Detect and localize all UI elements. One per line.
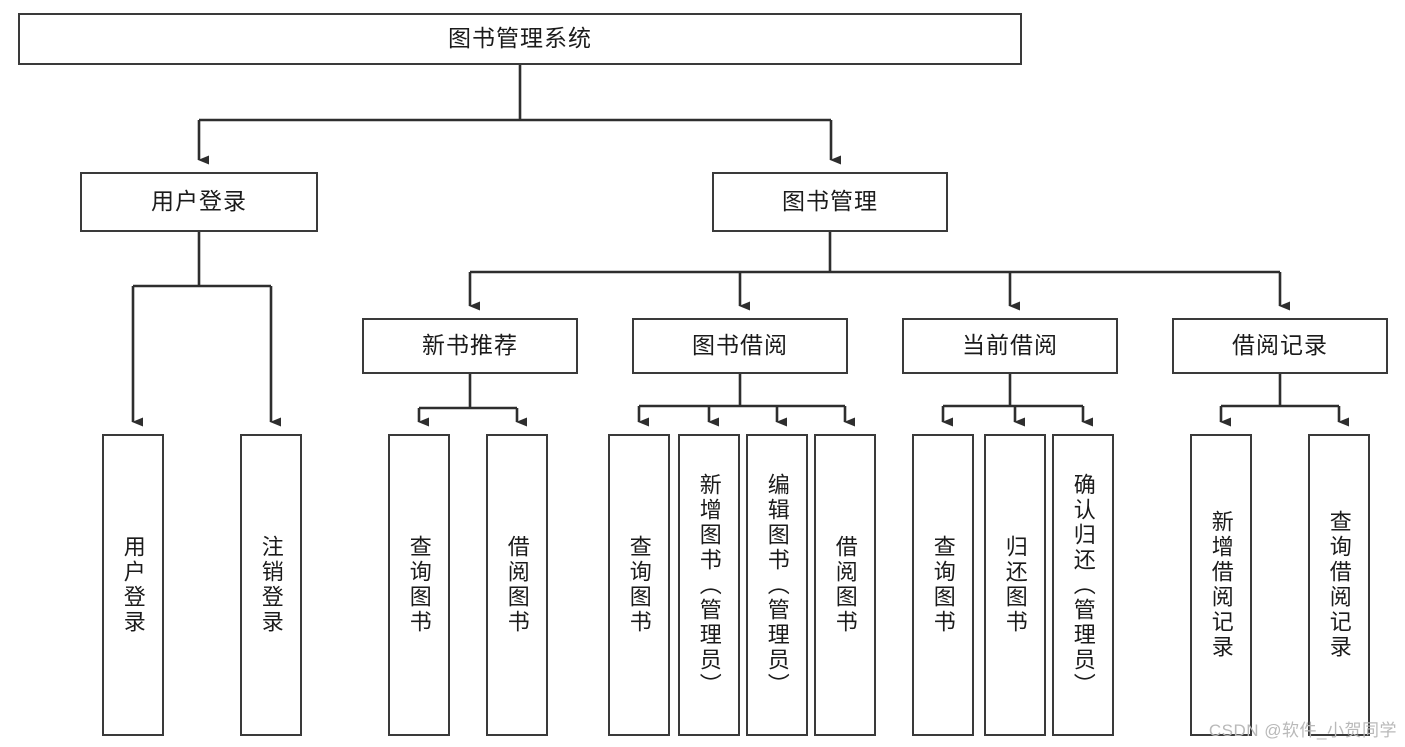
leaf-add-book-admin-label: 新增图书（管理员） [696, 472, 722, 698]
node-new-book-recommendation-label: 新书推荐 [422, 332, 518, 359]
leaf-query-books-recommend[interactable]: 查询图书 [388, 434, 450, 736]
leaf-query-books-borrowing[interactable]: 查询图书 [608, 434, 670, 736]
node-user-login-label: 用户登录 [151, 188, 247, 215]
node-root[interactable]: 图书管理系统 [18, 13, 1022, 65]
csdn-watermark: CSDN @软件_小贺同学 [1208, 721, 1397, 740]
leaf-query-borrow-record-label: 查询借阅记录 [1326, 510, 1352, 660]
leaf-borrow-books-recommend-label: 借阅图书 [504, 535, 530, 635]
leaf-logout-label: 注销登录 [258, 535, 284, 635]
leaf-query-books-borrowing-label: 查询图书 [626, 535, 652, 635]
node-book-management[interactable]: 图书管理 [712, 172, 948, 232]
node-current-borrowing-label: 当前借阅 [962, 332, 1058, 359]
leaf-query-books-current-label: 查询图书 [930, 535, 956, 635]
leaf-query-borrow-record[interactable]: 查询借阅记录 [1308, 434, 1370, 736]
leaf-add-borrow-record-label: 新增借阅记录 [1208, 510, 1234, 660]
leaf-add-borrow-record[interactable]: 新增借阅记录 [1190, 434, 1252, 736]
leaf-borrow-books-borrowing-label: 借阅图书 [832, 535, 858, 635]
node-book-borrowing-label: 图书借阅 [692, 332, 788, 359]
node-new-book-recommendation[interactable]: 新书推荐 [362, 318, 578, 374]
leaf-logout[interactable]: 注销登录 [240, 434, 302, 736]
leaf-query-books-current[interactable]: 查询图书 [912, 434, 974, 736]
node-borrow-records-label: 借阅记录 [1232, 332, 1328, 359]
leaf-user-login[interactable]: 用户登录 [102, 434, 164, 736]
leaf-return-books[interactable]: 归还图书 [984, 434, 1046, 736]
node-root-label: 图书管理系统 [448, 25, 592, 52]
node-current-borrowing[interactable]: 当前借阅 [902, 318, 1118, 374]
node-book-management-label: 图书管理 [782, 188, 878, 215]
leaf-edit-book-admin[interactable]: 编辑图书（管理员） [746, 434, 808, 736]
node-book-borrowing[interactable]: 图书借阅 [632, 318, 848, 374]
leaf-edit-book-admin-label: 编辑图书（管理员） [764, 472, 790, 698]
leaf-query-books-recommend-label: 查询图书 [406, 535, 432, 635]
leaf-confirm-return-admin-label: 确认归还（管理员） [1070, 472, 1096, 698]
node-borrow-records[interactable]: 借阅记录 [1172, 318, 1388, 374]
leaf-add-book-admin[interactable]: 新增图书（管理员） [678, 434, 740, 736]
leaf-borrow-books-recommend[interactable]: 借阅图书 [486, 434, 548, 736]
leaf-confirm-return-admin[interactable]: 确认归还（管理员） [1052, 434, 1114, 736]
node-user-login[interactable]: 用户登录 [80, 172, 318, 232]
leaf-return-books-label: 归还图书 [1002, 535, 1028, 635]
leaf-user-login-label: 用户登录 [120, 535, 146, 635]
leaf-borrow-books-borrowing[interactable]: 借阅图书 [814, 434, 876, 736]
